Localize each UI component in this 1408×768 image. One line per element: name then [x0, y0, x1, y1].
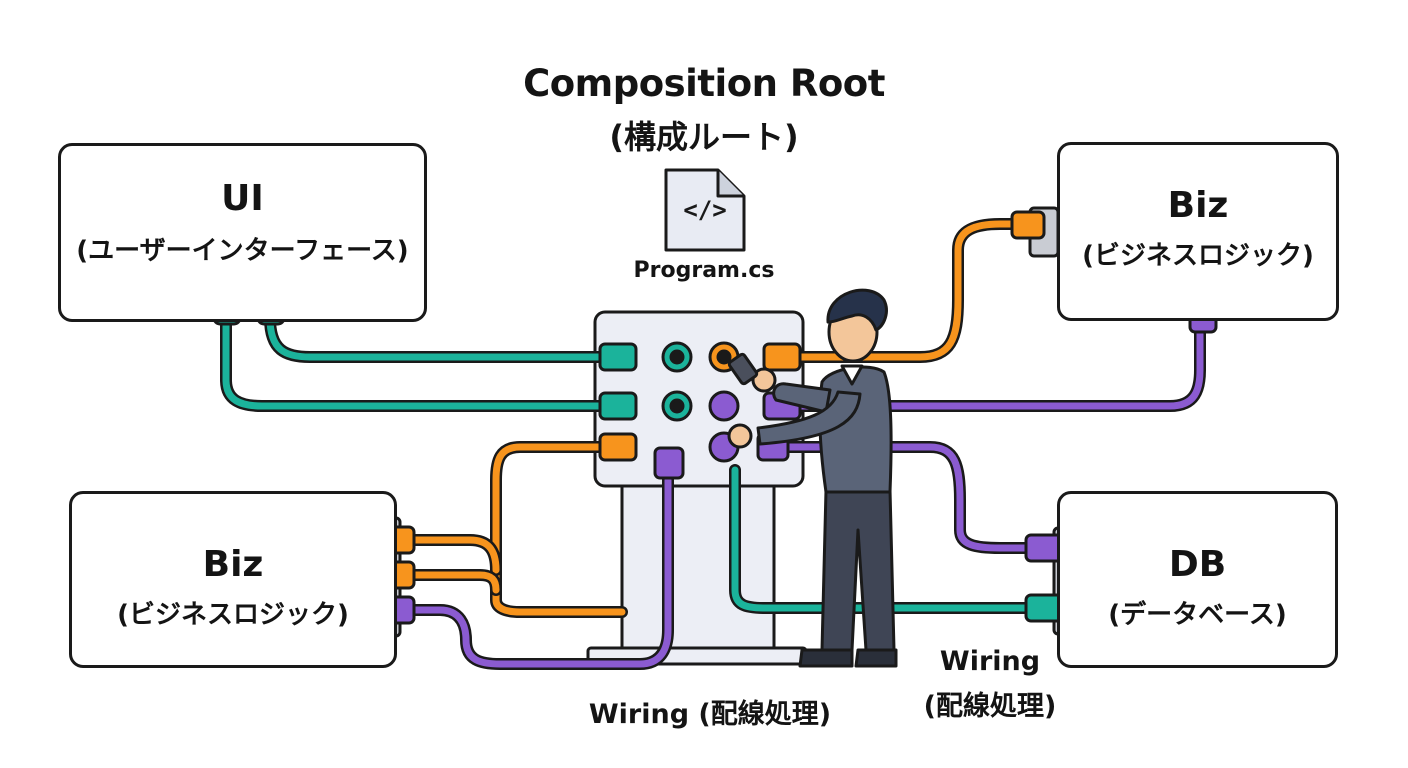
file-label: Program.cs: [633, 258, 775, 283]
code-file-icon: [664, 168, 746, 252]
wiring-label-center: Wiring (配線処理): [588, 699, 832, 730]
panel-stand: [620, 466, 776, 658]
db-box: DB (データベース): [1057, 491, 1338, 668]
biz-left-box-sub: (ビジネスロジック): [117, 600, 349, 630]
db-box-name: DB: [1168, 544, 1227, 585]
biz-top-box-sub: (ビジネスロジック): [1082, 241, 1314, 271]
biz-top-box-name: Biz: [1167, 185, 1229, 226]
page-subtitle: (構成ルート): [609, 118, 799, 156]
wiring-label-right-line1: Wiring: [939, 646, 1041, 677]
ui-box-name: UI: [221, 178, 264, 219]
db-box-sub: (データベース): [1108, 600, 1287, 630]
biz-top-box: Biz (ビジネスロジック): [1057, 142, 1339, 321]
wiring-label-right-line2: (配線処理): [923, 691, 1057, 722]
cables: [220, 218, 1206, 670]
file-code-glyph: </>: [683, 196, 727, 224]
ui-box: UI (ユーザーインターフェース): [58, 143, 427, 322]
ui-box-sub: (ユーザーインターフェース): [76, 236, 409, 266]
biz-left-box-name: Biz: [202, 544, 264, 585]
page-title: Composition Root: [523, 62, 885, 105]
biz-left-box: Biz (ビジネスロジック): [69, 491, 397, 668]
person-figure: [727, 288, 898, 668]
